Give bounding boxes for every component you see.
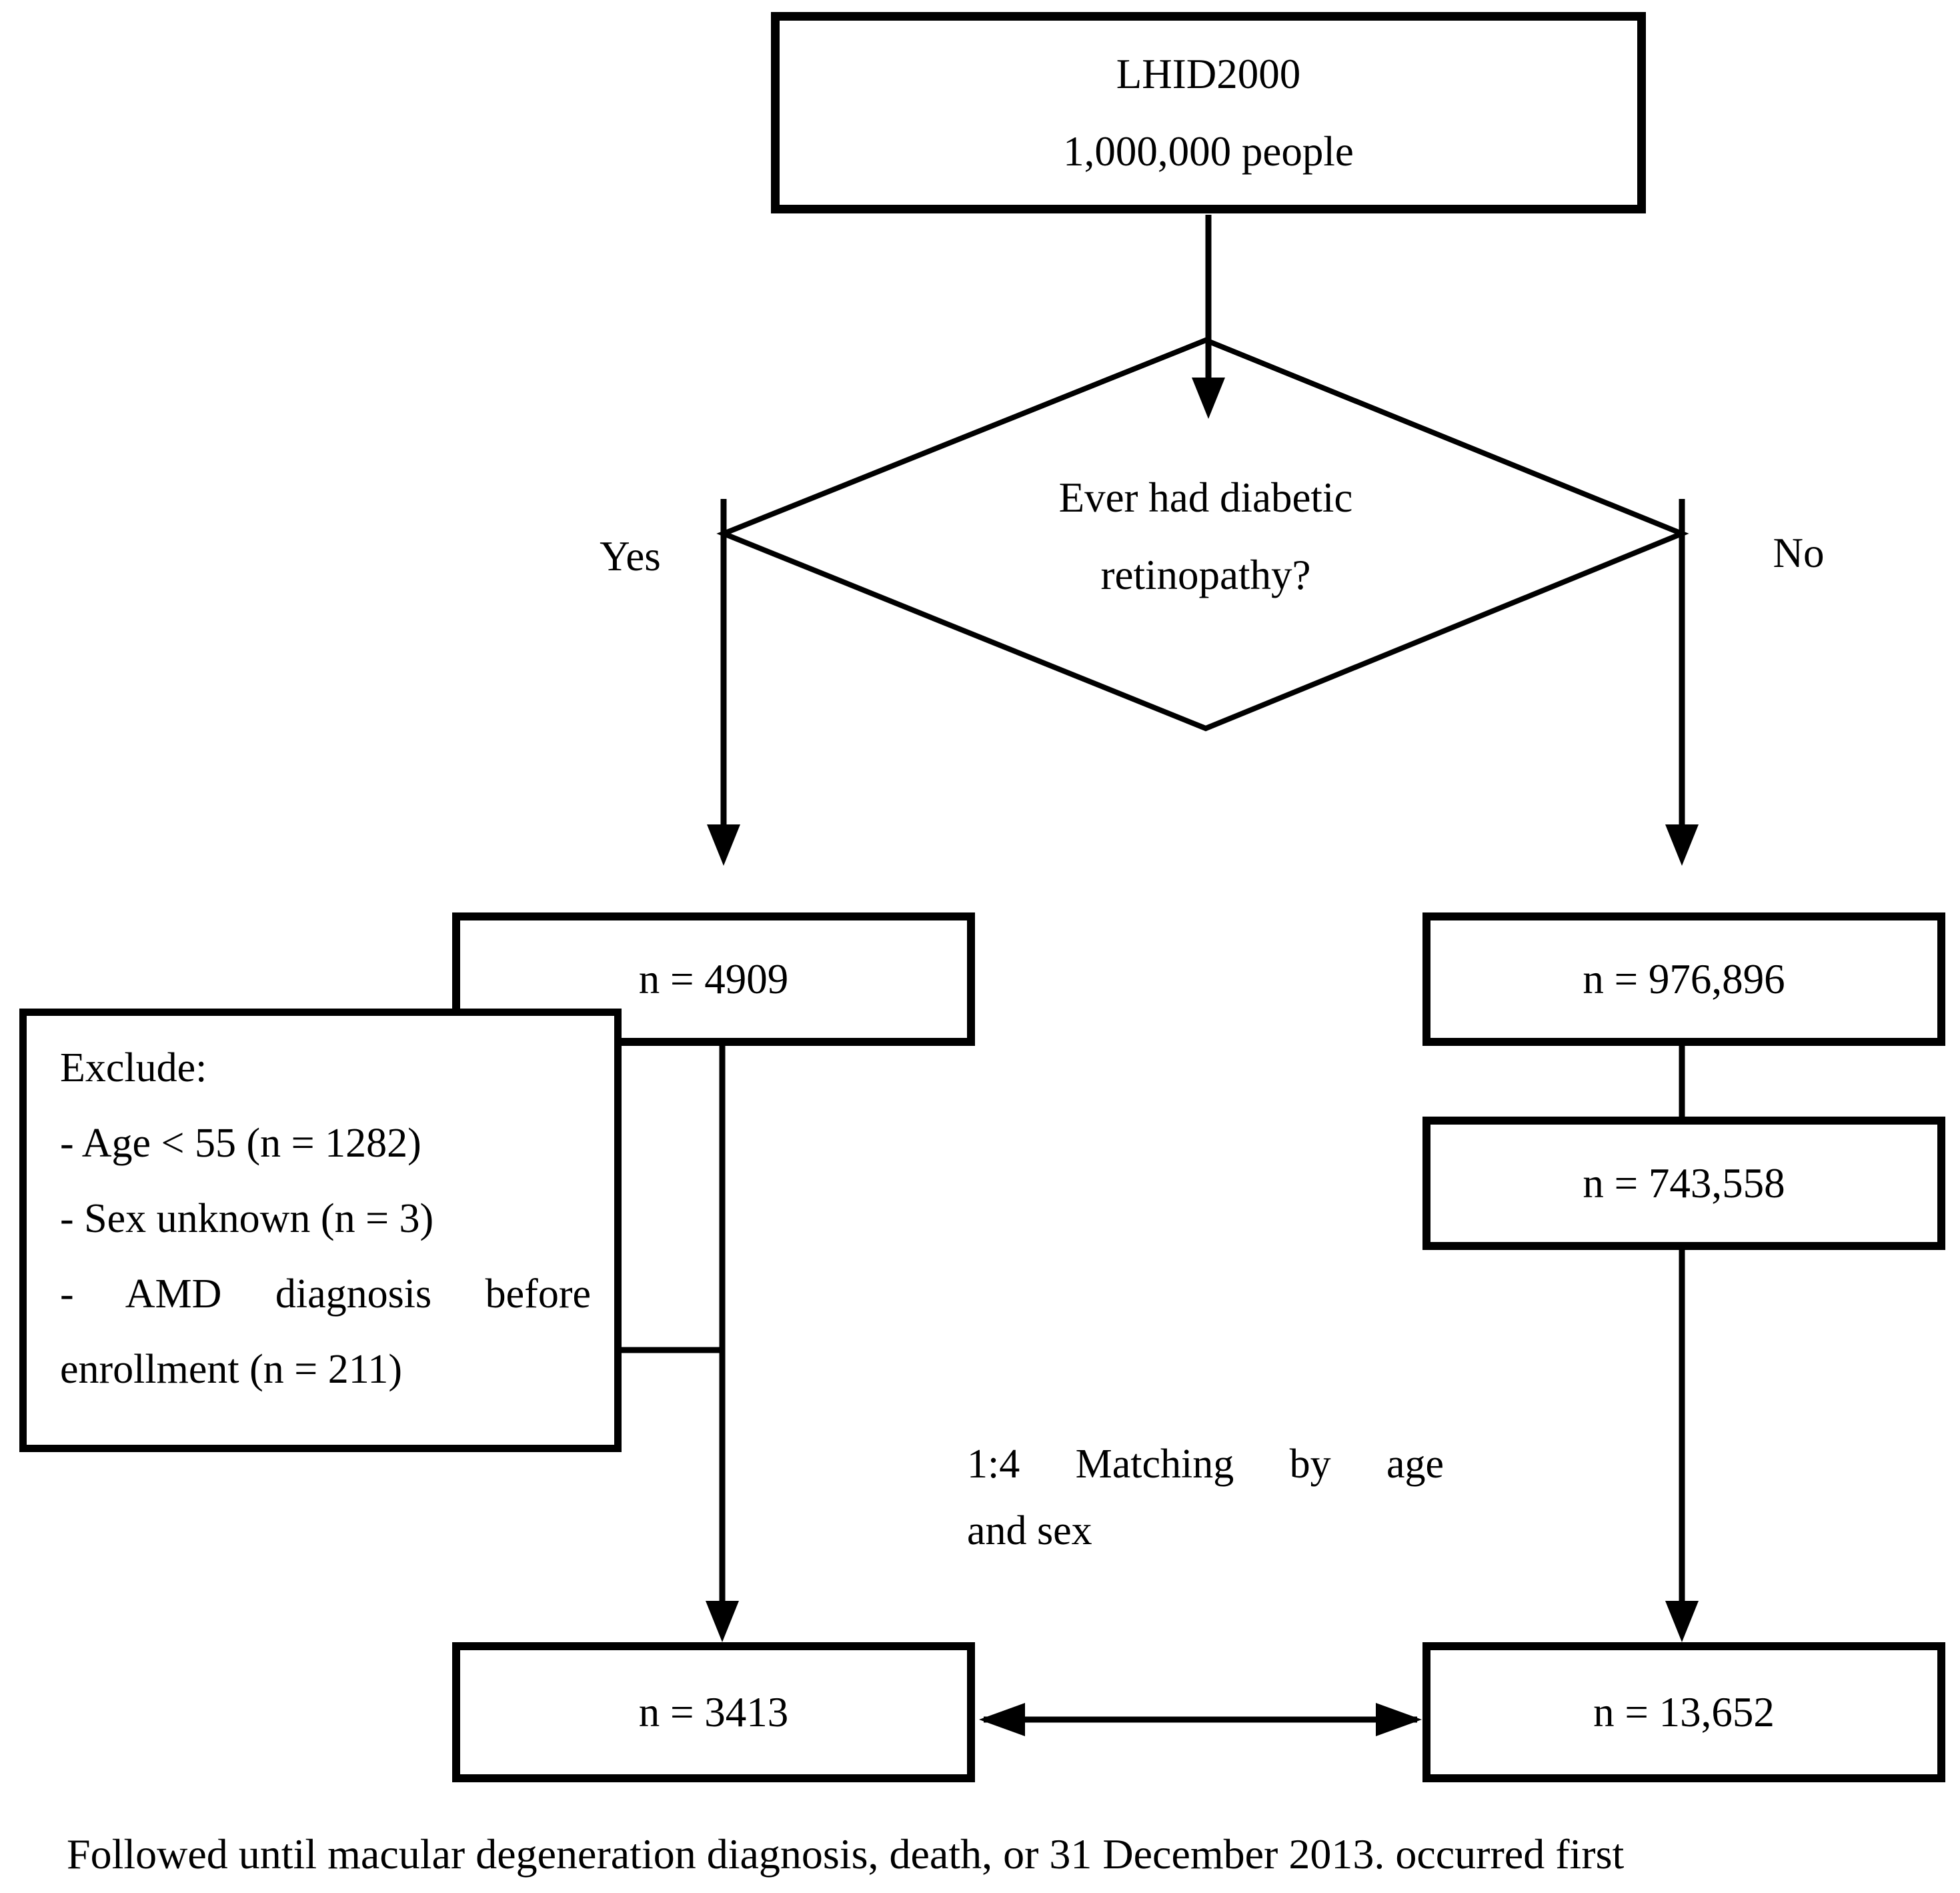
decision-diamond: [716, 337, 1689, 732]
follow-up-caption: Followed until macular degeneration diag…: [67, 1830, 1625, 1878]
decision-question-line1: Ever had diabetic: [1058, 474, 1353, 521]
branch-label-no: No: [1773, 530, 1825, 576]
node-non-dr-group: n = 976,896: [1422, 912, 1945, 1046]
node-non-dr-eligible-count: n = 743,558: [1583, 1160, 1785, 1207]
node-dr-final-count: n = 3413: [638, 1689, 789, 1736]
matching-note-line2: and sex: [967, 1508, 1092, 1553]
exclusion-item-amd-continued: enrollment (n = 211): [60, 1347, 403, 1392]
node-control-final-count: n = 13,652: [1593, 1689, 1775, 1736]
exclusion-item-amd: - AMD diagnosis before: [60, 1271, 591, 1317]
matching-note: 1:4 Matching by age and sex: [967, 1431, 1444, 1564]
node-exclusion-criteria: Exclude: - Age < 55 (n = 1282) - Sex unk…: [19, 1009, 622, 1452]
node-dr-final: n = 3413: [452, 1642, 975, 1782]
arrow-nondr-to-final-head: [1665, 1601, 1699, 1642]
matching-note-line1: 1:4 Matching by age: [967, 1441, 1444, 1487]
node-source-population: LHID2000 1,000,000 people: [771, 12, 1646, 213]
exclusion-title: Exclude:: [60, 1045, 207, 1091]
arrow-dr-to-final-head: [706, 1601, 739, 1642]
matching-double-arrow-right-head: [1376, 1703, 1422, 1736]
exclusion-item-sex: - Sex unknown (n = 3): [60, 1196, 434, 1241]
source-population-name: LHID2000: [1116, 51, 1301, 97]
decision-question-line2: retinopathy?: [1100, 552, 1311, 598]
node-control-final: n = 13,652: [1422, 1642, 1945, 1782]
node-dr-group-count: n = 4909: [638, 956, 789, 1003]
exclusion-item-age: - Age < 55 (n = 1282): [60, 1121, 421, 1166]
arrow-top-to-decision-head: [1192, 378, 1225, 419]
node-non-dr-eligible: n = 743,558: [1422, 1117, 1945, 1250]
arrow-yes-branch-head: [707, 824, 740, 866]
decision-question: Ever had diabetic retinopathy?: [739, 459, 1673, 614]
arrow-no-branch-head: [1665, 824, 1699, 866]
branch-label-yes: Yes: [600, 533, 661, 580]
source-population-count: 1,000,000 people: [1063, 128, 1354, 175]
node-non-dr-group-count: n = 976,896: [1583, 956, 1785, 1003]
matching-double-arrow-left-head: [979, 1703, 1025, 1736]
